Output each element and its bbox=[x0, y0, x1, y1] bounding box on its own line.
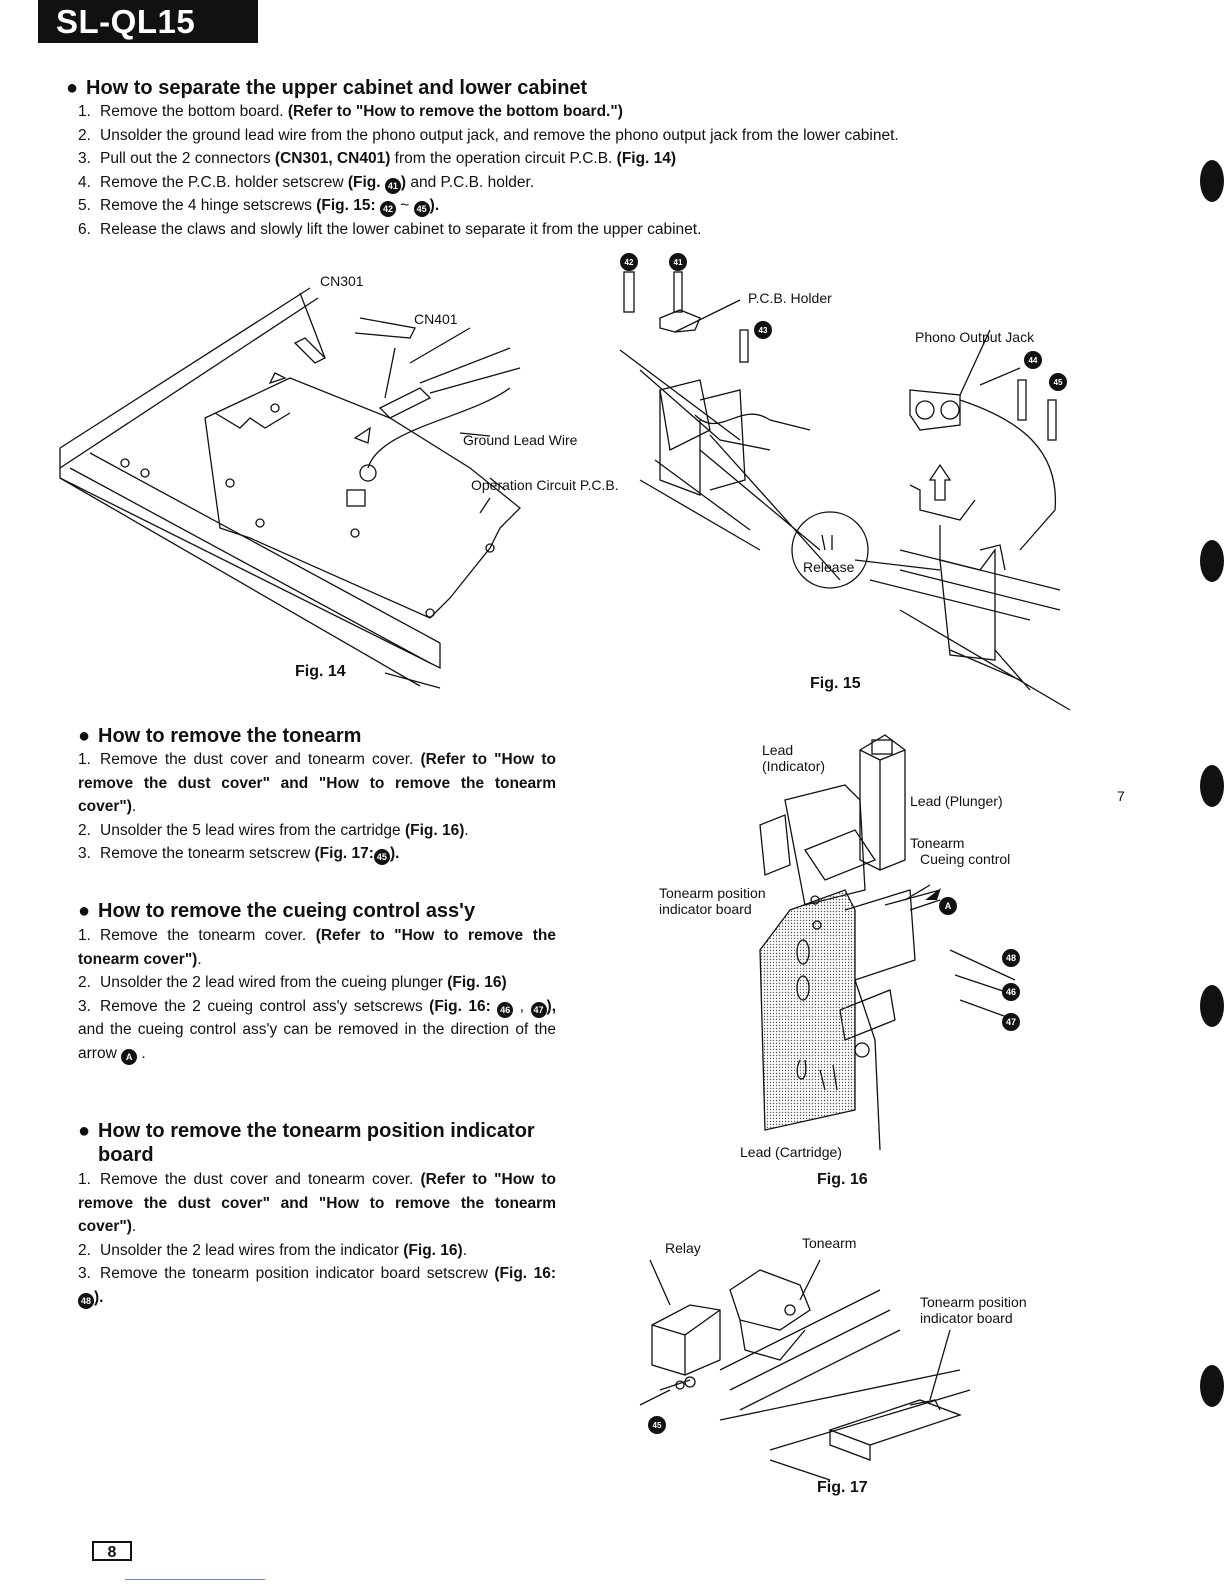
section-steps-remove-tonearm: 1.Remove the dust cover and tonearm cove… bbox=[78, 748, 556, 866]
label-lead-plunger: Lead (Plunger) bbox=[910, 793, 1003, 809]
step: 2.Unsolder the ground lead wire from the… bbox=[78, 126, 899, 144]
mark-45: 45 bbox=[653, 1421, 662, 1430]
label-release: Release bbox=[803, 559, 855, 575]
ref-mark: 41 bbox=[384, 177, 401, 194]
step: 1.Remove the dust cover and tonearm cove… bbox=[78, 751, 556, 815]
fig14-drawing bbox=[59, 287, 521, 689]
divider bbox=[125, 1579, 265, 1580]
side-page-number: 7 bbox=[1117, 788, 1125, 804]
step: 4.Remove the P.C.B. holder setscrew (Fig… bbox=[78, 171, 1138, 195]
fig15-drawing: 42 41 43 44 45 bbox=[619, 253, 1071, 711]
label-lead-cartridge: Lead (Cartridge) bbox=[740, 1144, 842, 1160]
ref-mark: 45 bbox=[413, 201, 430, 217]
step: 5.Remove the 4 hinge setscrews (Fig. 15:… bbox=[78, 194, 1138, 218]
mark-44: 44 bbox=[1029, 356, 1038, 365]
ref-mark: 46 bbox=[497, 1001, 514, 1018]
mark-41: 41 bbox=[674, 258, 683, 267]
binding-tab bbox=[1200, 540, 1224, 582]
step: 3.Pull out the 2 connectors (CN301, CN40… bbox=[78, 150, 677, 167]
ref-mark: 42 bbox=[379, 201, 396, 217]
step: 2.Unsolder the 5 lead wires from the car… bbox=[78, 821, 469, 839]
mark-48: 48 bbox=[1006, 953, 1016, 963]
page-number: 8 bbox=[92, 1541, 132, 1561]
ref-mark: 45 bbox=[373, 849, 390, 865]
mark-43: 43 bbox=[759, 326, 768, 335]
mark-A: A bbox=[945, 901, 952, 911]
step: 3.Remove the 2 cueing control ass'y sets… bbox=[78, 995, 556, 1066]
mark-46: 46 bbox=[1006, 987, 1016, 997]
ref-mark: 48 bbox=[78, 1292, 94, 1309]
section-heading-remove-tonearm: ●How to remove the tonearm bbox=[78, 725, 362, 747]
mark-45: 45 bbox=[1054, 378, 1063, 387]
step: 1.Remove the dust cover and tonearm cove… bbox=[78, 1171, 556, 1235]
fig17-caption: Fig. 17 bbox=[817, 1479, 868, 1496]
label-pcb-holder: P.C.B. Holder bbox=[748, 290, 832, 306]
step: 6.Release the claws and slowly lift the … bbox=[78, 220, 702, 238]
model-tag: SL-QL15 bbox=[38, 0, 258, 43]
label-cn301: CN301 bbox=[320, 273, 364, 289]
section-steps-separate-cabinet: 1.Remove the bottom board. (Refer to "Ho… bbox=[78, 100, 1138, 241]
label-tonearm: Tonearm bbox=[802, 1235, 857, 1251]
label-lead-indicator: Lead(Indicator) bbox=[762, 742, 826, 774]
fig14-caption: Fig. 14 bbox=[295, 663, 346, 680]
binding-tab bbox=[1200, 1365, 1224, 1407]
section-steps-remove-indicator-board: 1.Remove the dust cover and tonearm cove… bbox=[78, 1168, 556, 1309]
fig16-drawing: A 48 46 47 bbox=[759, 734, 1020, 1151]
section-heading-remove-cueing: ●How to remove the cueing control ass'y bbox=[78, 900, 476, 922]
section-heading-separate-cabinet: ●How to separate the upper cabinet and l… bbox=[66, 77, 588, 99]
step: 2.Unsolder the 2 lead wires from the ind… bbox=[78, 1241, 467, 1259]
binding-tab bbox=[1200, 985, 1224, 1027]
ref-mark: A bbox=[121, 1048, 138, 1065]
mark-42: 42 bbox=[625, 258, 634, 267]
label-operation-circuit-pcb: Operation Circuit P.C.B. bbox=[471, 477, 619, 493]
ref-mark: 47 bbox=[530, 1001, 547, 1018]
fig16-caption: Fig. 16 bbox=[817, 1171, 868, 1188]
fig17-drawing: 45 bbox=[639, 1259, 971, 1481]
label-relay: Relay bbox=[665, 1240, 701, 1256]
fig15-caption: Fig. 15 bbox=[810, 675, 861, 692]
section-heading-remove-indicator-board: ●How to remove the tonearm position indi… bbox=[78, 1120, 535, 1166]
step: 1.Remove the tonearm cover. (Refer to "H… bbox=[78, 927, 556, 968]
step: 3.Remove the tonearm setscrew (Fig. 17:4… bbox=[78, 842, 556, 866]
binding-tab bbox=[1200, 765, 1224, 807]
step: 1.Remove the bottom board. (Refer to "Ho… bbox=[78, 103, 623, 120]
label-cn401: CN401 bbox=[414, 311, 458, 327]
step: 2.Unsolder the 2 lead wired from the cue… bbox=[78, 974, 507, 991]
section-steps-remove-cueing: 1.Remove the tonearm cover. (Refer to "H… bbox=[78, 924, 556, 1065]
step: 3.Remove the tonearm position indicator … bbox=[78, 1262, 556, 1309]
binding-tab bbox=[1200, 160, 1224, 202]
label-phono-output-jack: Phono Output Jack bbox=[915, 329, 1035, 345]
mark-47: 47 bbox=[1006, 1017, 1016, 1027]
label-ground-lead-wire: Ground Lead Wire bbox=[463, 432, 578, 448]
